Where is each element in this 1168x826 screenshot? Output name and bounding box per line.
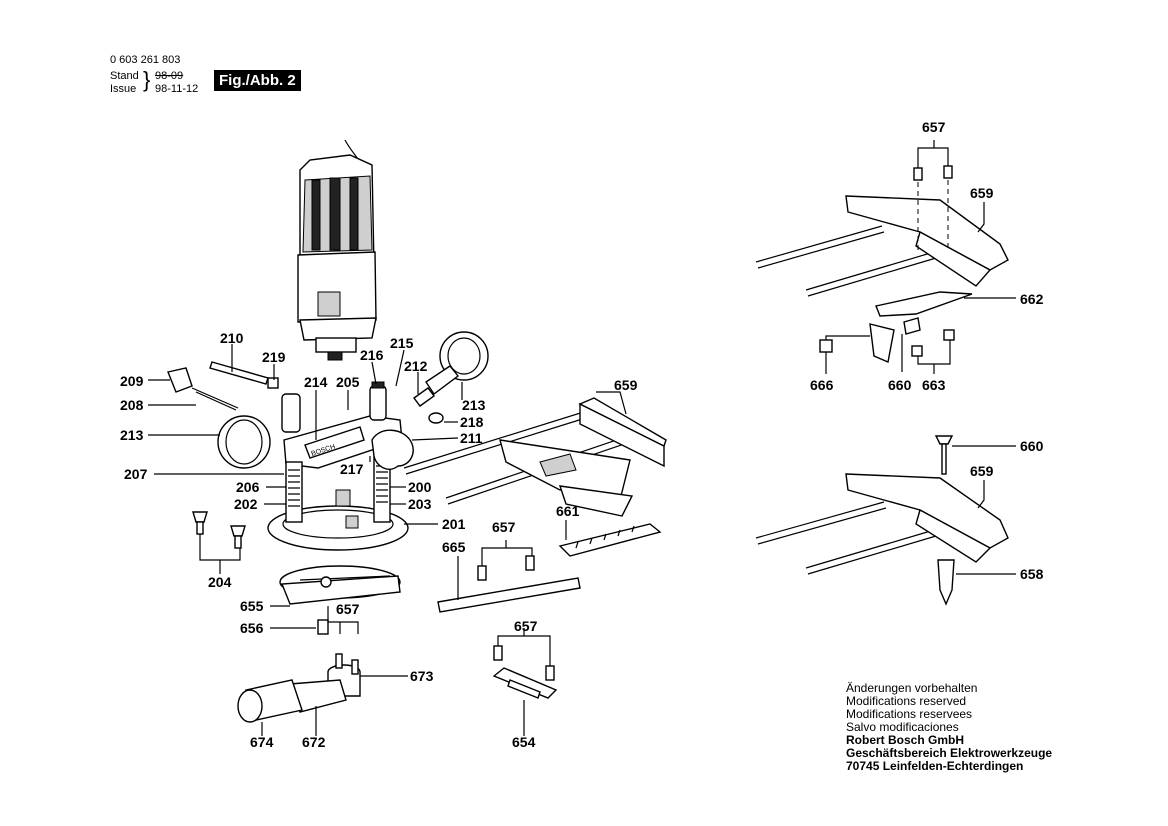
label-657-right: 657 [922,119,946,135]
label-654: 654 [512,734,536,750]
document-number: 0 603 261 803 [110,54,181,66]
label-672: 672 [302,734,326,750]
screw-660-top [903,317,921,335]
issue-value: 98-11-12 [155,83,199,95]
label-657-bottom: 657 [514,618,538,634]
guide-assembly-top-right [755,165,1009,363]
label-665: 665 [442,539,466,555]
label-659-center: 659 [614,377,638,393]
notice-line-es: Salvo modificaciones [846,720,959,734]
label-203: 203 [408,496,432,512]
scale-661 [558,523,662,557]
label-214: 214 [304,374,328,390]
label-213-left: 213 [120,427,144,443]
label-218: 218 [460,414,484,430]
label-213-right: 213 [462,397,486,413]
depth-stop-knob [281,393,301,433]
label-208: 208 [120,397,144,413]
bracket-662 [875,291,973,317]
label-666: 666 [810,377,834,393]
company-division: Geschäftsbereich Elektrowerkzeuge [846,746,1053,760]
label-212: 212 [404,358,428,374]
guide-assembly-bottom-right [755,435,1009,606]
company-address: 70745 Leinfelden-Echterdingen [846,759,1024,773]
dust-extraction-adapter [237,653,361,723]
label-662: 662 [1020,291,1044,307]
label-205: 205 [336,374,360,390]
label-674: 674 [250,734,274,750]
label-201: 201 [442,516,466,532]
label-660-bottom: 660 [1020,438,1044,454]
label-663: 663 [922,377,946,393]
wing-screw-660-bottom [934,435,954,445]
label-660-top: 660 [888,377,912,393]
label-656: 656 [240,620,264,636]
guide-block-659-top [845,195,1009,271]
clamp-209 [167,367,193,393]
leader-lines [148,140,1016,736]
label-655: 655 [240,598,264,614]
label-216: 216 [360,347,384,363]
centering-pin-658 [937,559,955,606]
notice-line-en: Modifications reserved [846,694,967,708]
label-209: 209 [120,373,144,389]
part-number-labels: 210 219 216 215 212 209 214 205 208 213 … [120,119,1044,750]
router-motor [297,139,377,361]
label-219: 219 [262,349,286,365]
label-661: 661 [556,503,580,519]
label-659-bottom-right: 659 [970,463,994,479]
label-210: 210 [220,330,244,346]
label-657-plate: 657 [492,519,516,535]
company-name: Robert Bosch GmbH [846,733,965,747]
label-657-router: 657 [336,601,360,617]
screw-210 [209,361,269,385]
hose-end-674 [237,689,263,723]
label-207: 207 [124,466,148,482]
stand-label: Stand [110,70,139,82]
wing-screws-204 [192,511,246,549]
nut-219 [267,377,279,389]
brace-glyph: } [143,67,151,92]
notice-line-fr: Modifications reservees [846,707,973,721]
legal-notice: Änderungen vorbehalten Modifications res… [846,682,1052,773]
label-217: 217 [340,461,364,477]
label-206: 206 [236,479,260,495]
screw-656 [317,619,329,635]
nut-666 [819,339,833,353]
plate-654 [492,645,558,699]
knob-213-left [217,415,271,469]
label-673: 673 [410,668,434,684]
label-200: 200 [408,479,432,495]
wing-knob-217 [371,429,414,470]
dust-shield-655 [279,565,401,635]
label-202: 202 [234,496,258,512]
spring-left [288,469,300,507]
guide-block-659-bottom [845,473,1009,549]
parallel-guide-659-center [403,397,667,517]
label-658: 658 [1020,566,1044,582]
figure-label: Fig./Abb. 2 [214,70,301,91]
label-204: 204 [208,574,232,590]
plunge-base-assembly: BOSCH [167,331,489,551]
stand-value: 98-09 [155,70,184,82]
guide-plate-665 [437,555,581,613]
issue-label: Issue [110,83,137,95]
label-659-top-right: 659 [970,185,994,201]
notice-line-de: Änderungen vorbehalten [846,681,978,695]
label-211: 211 [460,430,483,446]
label-215: 215 [390,335,414,351]
part-218-disc [428,412,444,424]
